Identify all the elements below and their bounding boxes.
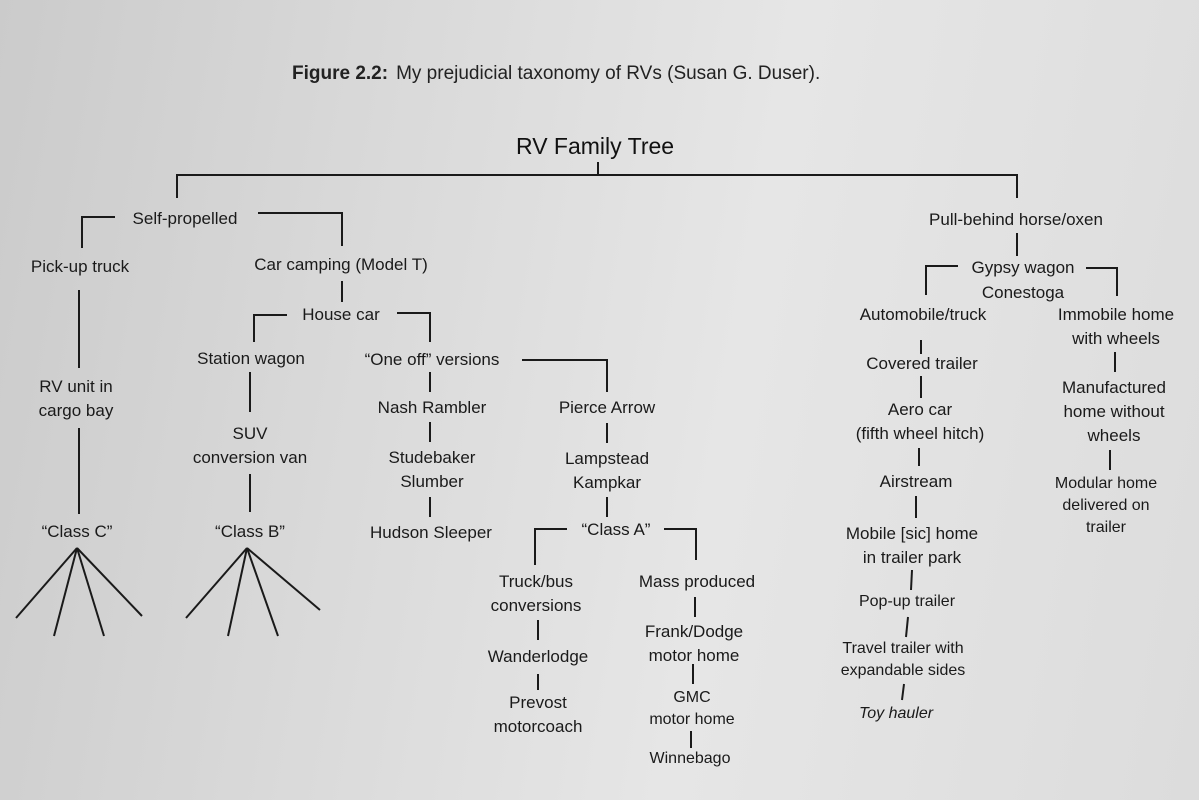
node-station-wagon: Station wagon bbox=[197, 349, 305, 368]
gypsy-bracket-right bbox=[1086, 267, 1118, 296]
node-car-camping: Car camping (Model T) bbox=[254, 255, 428, 274]
node-winnebago: Winnebago bbox=[649, 750, 731, 767]
self-propelled-bracket-left bbox=[81, 216, 115, 248]
node-nash-rambler: Nash Rambler bbox=[377, 398, 487, 417]
travel-to-toy bbox=[901, 683, 905, 701]
node-class-c: “Class C” bbox=[41, 522, 113, 541]
node-wanderlodge: Wanderlodge bbox=[487, 647, 589, 666]
node-pull-behind: Pull-behind horse/oxen bbox=[929, 210, 1103, 229]
node-class-a: “Class A” bbox=[581, 520, 651, 539]
node-hudson-sleeper: Hudson Sleeper bbox=[370, 523, 492, 542]
node-toy-hauler: Toy hauler bbox=[858, 705, 934, 722]
node-self-propelled: Self-propelled bbox=[132, 209, 238, 228]
node-gypsy-wagon: Gypsy wagon bbox=[971, 258, 1075, 277]
class-a-bracket-right bbox=[664, 528, 697, 560]
gypsy-bracket-left bbox=[925, 265, 958, 295]
popup-to-travel bbox=[905, 616, 909, 638]
class-c-fan-line bbox=[76, 547, 105, 637]
node-pierce-arrow: Pierce Arrow bbox=[558, 398, 656, 417]
node-one-off-versions: “One off” versions bbox=[364, 350, 500, 369]
class-b-fan-line bbox=[246, 547, 279, 637]
node-pop-up-trailer: Pop-up trailer bbox=[858, 593, 956, 610]
node-travel-trailer: Travel trailer with expandable sides bbox=[840, 640, 966, 679]
node-suv-conversion-van: SUV conversion van bbox=[192, 424, 308, 467]
node-rv-unit-cargo-bay: RV unit in cargo bay bbox=[38, 377, 114, 420]
node-aero-car: Aero car (fifth wheel hitch) bbox=[855, 400, 985, 443]
node-mass-produced: Mass produced bbox=[638, 572, 756, 591]
class-b-fan-line bbox=[185, 547, 248, 619]
node-immobile-home: Immobile home with wheels bbox=[1057, 305, 1175, 348]
class-a-bracket-left bbox=[534, 528, 567, 565]
node-house-car: House car bbox=[302, 305, 380, 324]
node-airstream: Airstream bbox=[879, 472, 953, 491]
node-automobile-truck: Automobile/truck bbox=[859, 305, 987, 324]
node-covered-trailer: Covered trailer bbox=[866, 354, 978, 373]
root-bracket bbox=[176, 174, 1018, 198]
node-lampstead-kampkar: Lampstead Kampkar bbox=[564, 449, 650, 492]
figure-caption-text: My prejudicial taxonomy of RVs (Susan G.… bbox=[396, 63, 821, 84]
node-pickup-truck: Pick-up truck bbox=[30, 257, 130, 276]
house-car-bracket-right bbox=[397, 312, 431, 342]
node-modular-home: Modular home delivered on trailer bbox=[1054, 475, 1158, 536]
node-prevost-motorcoach: Prevost motorcoach bbox=[493, 693, 583, 736]
mobile-to-popup bbox=[910, 569, 913, 591]
node-truck-bus-conversions: Truck/bus conversions bbox=[490, 572, 582, 615]
node-conestoga: Conestoga bbox=[981, 283, 1065, 302]
class-c-fan-line bbox=[15, 547, 78, 619]
class-b-fan-line bbox=[246, 547, 321, 611]
node-frank-dodge-motor-home: Frank/Dodge motor home bbox=[644, 622, 744, 665]
node-gmc-motor-home: GMC motor home bbox=[649, 689, 735, 728]
class-b-fan-line bbox=[227, 547, 248, 637]
self-propelled-bracket-right bbox=[258, 212, 343, 246]
node-studebaker-slumber: Studebaker Slumber bbox=[388, 448, 476, 491]
figure-number: Figure 2.2: bbox=[292, 63, 389, 84]
tree-title-text: RV Family Tree bbox=[516, 133, 675, 159]
class-c-fan-line bbox=[76, 547, 143, 617]
node-class-b: “Class B” bbox=[215, 522, 285, 541]
node-mobile-home: Mobile [sic] home in trailer park bbox=[845, 524, 979, 567]
node-manufactured-home: Manufactured home without wheels bbox=[1062, 378, 1166, 445]
class-c-fan-line bbox=[53, 547, 78, 637]
one-off-bracket-right bbox=[522, 359, 608, 392]
house-car-bracket-left bbox=[253, 314, 287, 342]
